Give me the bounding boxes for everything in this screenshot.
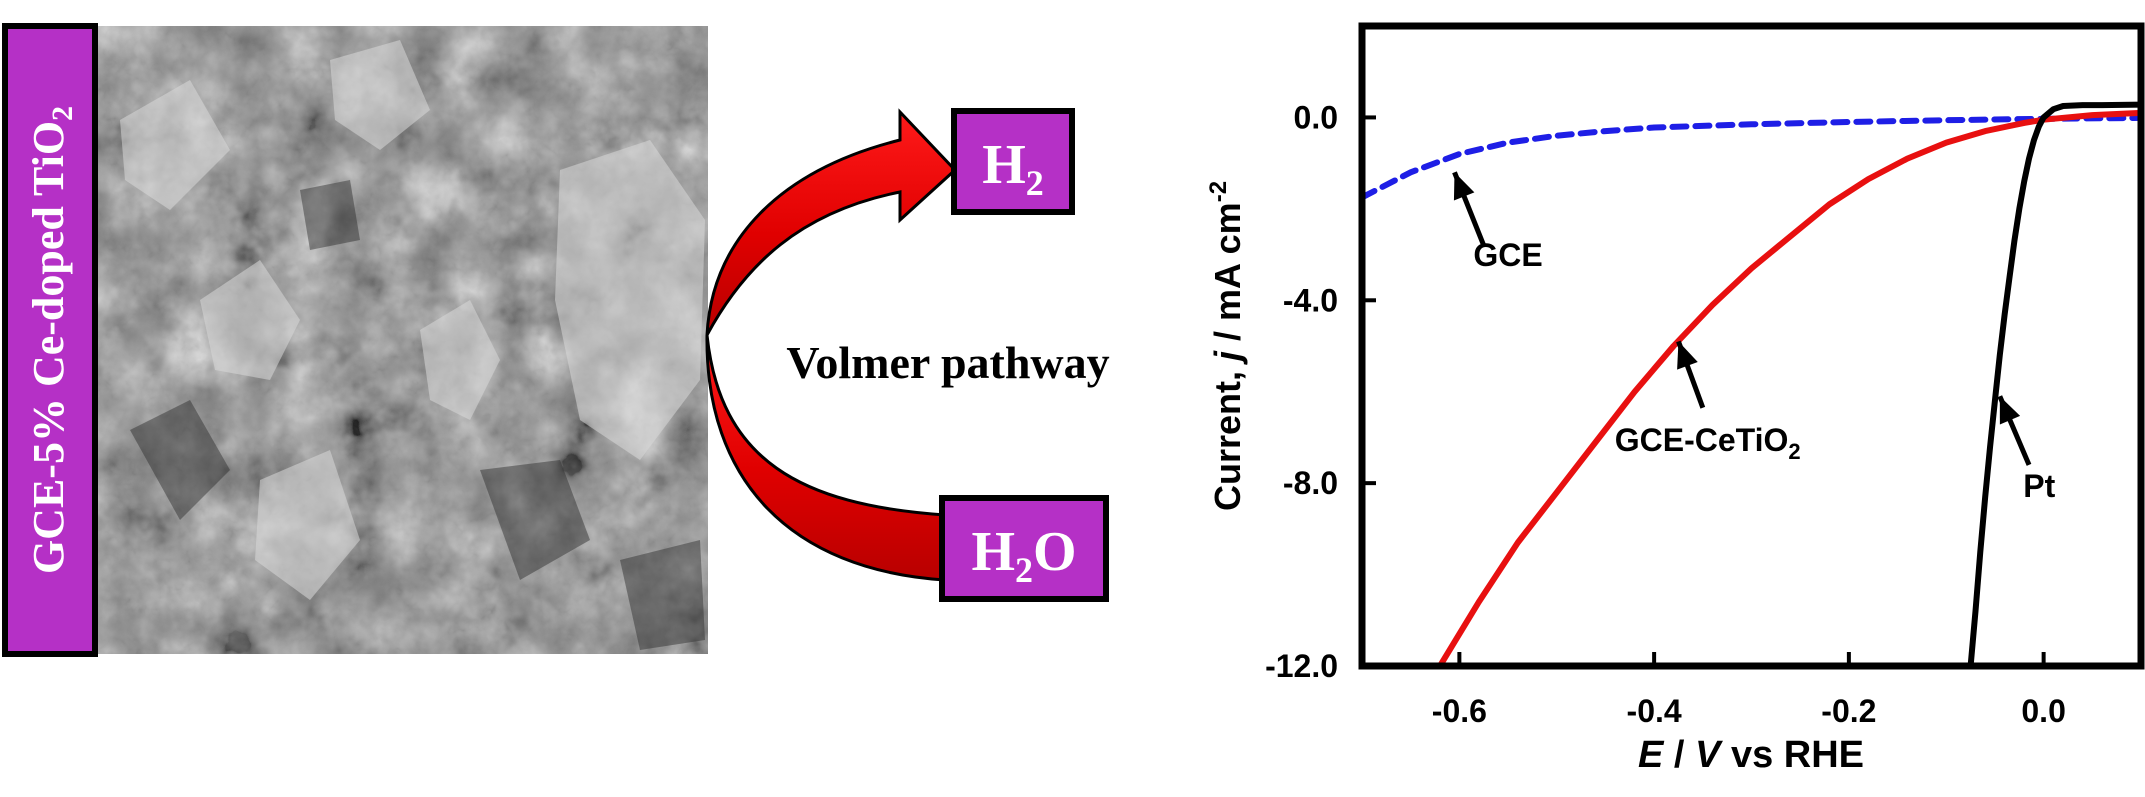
pathway-label: Volmer pathway xyxy=(786,337,1109,388)
x-tick-label: -0.4 xyxy=(1627,693,1682,729)
series-line-pt xyxy=(1967,101,2141,666)
sem-micrograph xyxy=(98,26,708,654)
tick-layer: -0.6 -0.4 -0.2 0.0 0.0 -4.0 -8.0 -12.0 xyxy=(1265,99,2066,729)
x-tick-label: -0.6 xyxy=(1432,693,1487,729)
y-tick-label: -12.0 xyxy=(1265,648,1338,684)
x-tick-label: 0.0 xyxy=(2021,693,2065,729)
annotation-arrowhead-gce-cetio xyxy=(1677,341,1698,370)
series-line-gce-cetio2 xyxy=(1436,109,2141,666)
electrode-label-box xyxy=(2,23,98,657)
annotation-label-pt: Pt xyxy=(2023,468,2055,504)
reactant-label: H2O xyxy=(971,521,1076,590)
series-line-gce xyxy=(1362,114,2141,201)
annotation-arrowhead-gce xyxy=(1453,172,1475,201)
reactant-box xyxy=(939,495,1109,602)
x-tick-label: -0.2 xyxy=(1821,693,1876,729)
x-axis-label: E / V vs RHE xyxy=(1638,734,1864,776)
product-box xyxy=(951,108,1075,215)
annotation-label-gce: GCE xyxy=(1473,237,1542,273)
arrow-to-product xyxy=(705,108,958,336)
y-tick-label: -8.0 xyxy=(1283,465,1338,501)
electrode-label: GCE-5% Ce-doped TiO2 xyxy=(24,106,79,574)
reaction-scheme: Volmer pathway H2 H2O xyxy=(705,108,1110,602)
y-tick-label: 0.0 xyxy=(1294,99,1338,135)
y-axis-label: Current, j / mA cm-2 xyxy=(1205,181,1248,511)
y-tick-label: -4.0 xyxy=(1283,282,1338,318)
annotation-label-gce-cetio: GCE-CeTiO2 xyxy=(1615,422,1801,464)
electrode-label-panel: GCE-5% Ce-doped TiO2 xyxy=(2,23,98,657)
product-label: H2 xyxy=(982,134,1044,203)
series-layer xyxy=(1362,101,2141,666)
annotation-arrowhead-pt xyxy=(1999,396,2021,425)
plot-frame xyxy=(1358,22,2145,670)
